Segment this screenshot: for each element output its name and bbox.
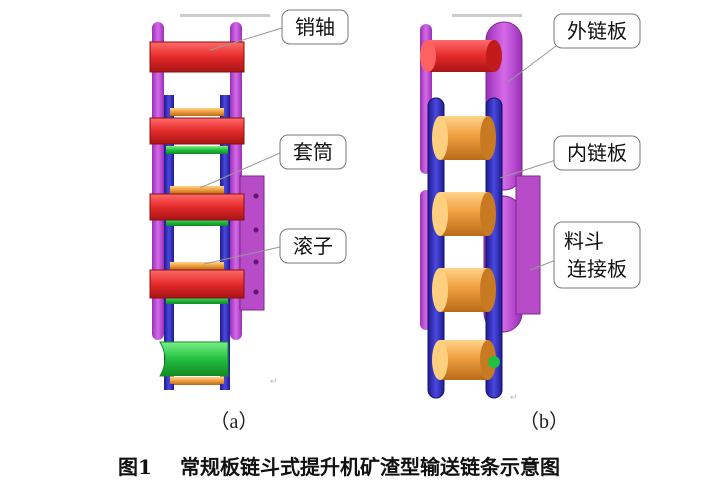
callout-sleeve: 套筒 (293, 140, 333, 164)
outer-plate-right-a (230, 22, 242, 340)
leader-sleeve (199, 152, 281, 189)
pin-a-3 (149, 193, 245, 221)
callout-pin: 销轴 (295, 15, 335, 39)
figure-caption-number: 图1 (118, 455, 152, 479)
chain-view-a: 销轴 套筒 滚子 （a） (149, 9, 349, 433)
roller-a-3 (170, 262, 224, 270)
outer-plate-left-a (152, 22, 164, 340)
leader-bucket-plate (529, 259, 557, 271)
pin-a-2 (149, 117, 245, 145)
inner-plate-right-a (220, 95, 230, 385)
roller-b-1 (432, 116, 496, 160)
sleeve-a-1 (166, 146, 228, 154)
callout-outer-plate: 外链板 (567, 19, 627, 43)
callout-bucket-plate-box (553, 221, 641, 289)
subfigure-label-a: （a） (210, 410, 259, 433)
inner-plate-b-left (427, 97, 445, 399)
figure-caption-title: 常规板链斗式提升机矿渣型输送链条示意图 (180, 455, 560, 479)
callout-bucket-plate-line2: 连接板 (567, 257, 627, 281)
leader-pin (209, 27, 283, 51)
callout-bucket-plate-line1: 料斗 (564, 229, 604, 253)
pin-b (428, 40, 494, 72)
return-mark-b: ↵ (510, 393, 518, 403)
callout-inner-plate-box (553, 135, 641, 171)
chain-view-b: 外链板 内链板 料斗 连接板 （b） (420, 13, 641, 433)
leader-roller (203, 246, 281, 265)
header-scribble-a (180, 14, 270, 17)
inner-plate-left-a (164, 95, 174, 385)
bucket-plate-b (515, 175, 541, 315)
sleeve-a-bottom (159, 341, 229, 377)
callout-inner-plate: 内链板 (567, 141, 627, 165)
callout-sleeve-box (279, 134, 347, 170)
sleeve-a-3 (166, 296, 228, 304)
roller-b-3 (432, 268, 496, 312)
sleeve-a-2 (166, 218, 228, 226)
callout-roller-box (279, 228, 347, 264)
callout-roller: 滚子 (293, 234, 333, 258)
leader-outer-plate (507, 45, 557, 83)
subfigure-label-b: （b） (519, 410, 569, 433)
roller-a-2 (170, 186, 224, 194)
inner-plate-b-right (485, 97, 503, 399)
roller-b-4 (432, 340, 496, 380)
return-mark-a: ↵ (270, 377, 278, 387)
header-scribble-b (452, 14, 522, 17)
roller-a-1 (170, 108, 224, 116)
sleeve-b-end (488, 356, 500, 368)
leader-inner-plate (499, 159, 557, 179)
pin-a-4 (149, 269, 245, 299)
pin-a-1 (149, 41, 245, 73)
callout-pin-box (281, 9, 349, 45)
roller-b-2 (432, 192, 496, 236)
callout-outer-plate-box (553, 13, 641, 49)
